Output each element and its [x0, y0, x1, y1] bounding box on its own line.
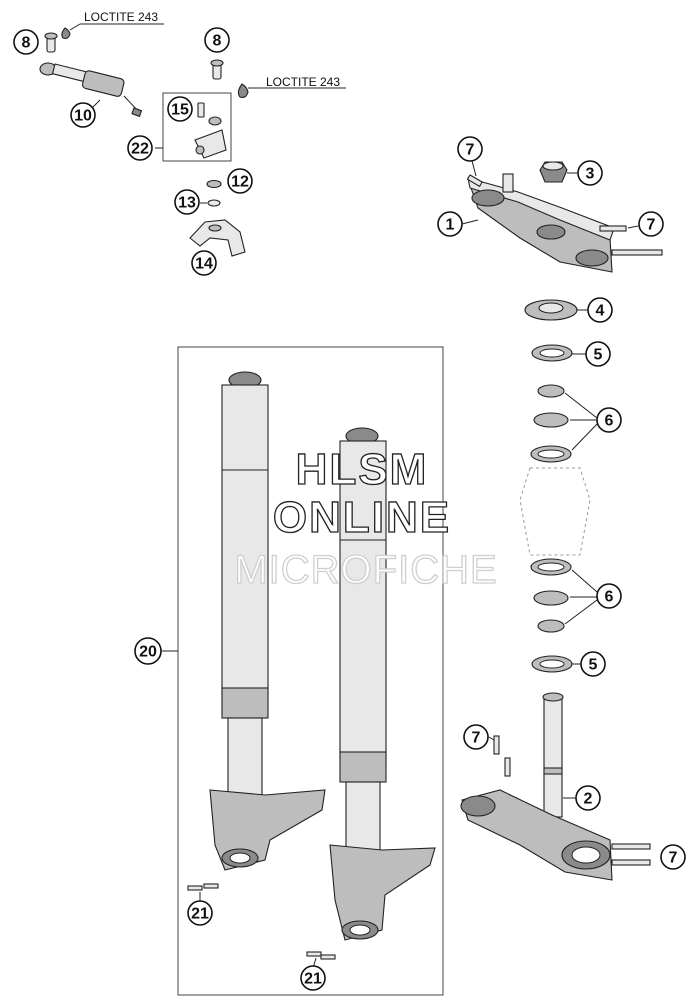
seal-5-top: [531, 344, 573, 362]
svg-text:6: 6: [605, 589, 614, 606]
watermark-line3: MICROFICHE: [234, 548, 497, 592]
svg-text:21: 21: [191, 906, 209, 923]
fork-leg-right: [329, 427, 436, 941]
callout-1: 1: [437, 211, 463, 237]
svg-text:2: 2: [584, 791, 593, 808]
screws-7-lower-right: [611, 843, 651, 866]
callout-6-top: 6: [596, 407, 622, 433]
svg-text:12: 12: [231, 174, 249, 191]
callout-7-lower-right: 7: [660, 844, 686, 870]
callout-8-left: 8: [13, 29, 39, 55]
clamp-group-22: [194, 102, 227, 159]
axle-screws-21-left: [187, 883, 219, 891]
group-22-box: [162, 92, 232, 162]
svg-text:7: 7: [472, 730, 481, 747]
callout-21-left: 21: [187, 900, 213, 926]
callout-3: 3: [577, 160, 603, 186]
svg-text:6: 6: [605, 413, 614, 430]
callout-22: 22: [127, 135, 153, 161]
screw-7-top: [466, 174, 483, 188]
svg-text:4: 4: [596, 303, 605, 320]
svg-text:1: 1: [446, 217, 455, 234]
svg-text:21: 21: [304, 971, 322, 988]
svg-text:7: 7: [669, 850, 678, 867]
watermark-line1: HLSM: [296, 445, 429, 494]
dust-cover-4: [524, 299, 578, 321]
washer-12: [206, 179, 222, 189]
callout-5-bottom: 5: [580, 651, 606, 677]
callout-12: 12: [227, 168, 253, 194]
svg-text:10: 10: [74, 108, 92, 125]
bracket-14: [189, 219, 246, 257]
svg-text:20: 20: [139, 644, 157, 661]
watermark-line2: ONLINE: [273, 493, 451, 542]
callout-8-right: 8: [204, 27, 230, 53]
callout-13: 13: [174, 189, 200, 215]
svg-text:7: 7: [466, 142, 475, 159]
axle-screws-21-right: [306, 951, 336, 960]
callout-15: 15: [167, 96, 193, 122]
svg-text:15: 15: [171, 102, 189, 119]
group-20-box: [177, 346, 444, 996]
svg-text:3: 3: [586, 166, 595, 183]
loctite-drop-right: [237, 83, 249, 98]
fork-leg-left: [209, 371, 326, 871]
callout-2: 2: [575, 785, 601, 811]
svg-text:22: 22: [131, 141, 149, 158]
svg-text:8: 8: [22, 35, 31, 52]
frame-head-outline: [519, 467, 591, 556]
seal-5-bottom: [531, 655, 573, 673]
svg-text:8: 8: [213, 33, 222, 50]
lower-triple-clamp: [460, 692, 613, 881]
loctite-drop-left: [61, 27, 71, 40]
callout-10: 10: [70, 102, 96, 128]
steering-damper: [39, 62, 143, 118]
bearing-6-lower: [530, 558, 572, 633]
callout-7-right: 7: [638, 211, 664, 237]
svg-text:5: 5: [594, 347, 603, 364]
washer-13: [207, 199, 221, 207]
svg-text:13: 13: [178, 195, 196, 212]
callout-5-top: 5: [585, 341, 611, 367]
screw-8-right: [210, 59, 224, 80]
svg-text:14: 14: [195, 256, 213, 273]
svg-text:5: 5: [589, 657, 598, 674]
screw-7-right-b: [611, 249, 663, 256]
callout-7-top: 7: [457, 136, 483, 162]
screw-7-right-a: [599, 225, 627, 232]
loctite-note-1: LOCTITE 243: [84, 10, 158, 24]
callout-6-bottom: 6: [596, 583, 622, 609]
screws-7-lower-left: [493, 735, 511, 777]
callout-21-right: 21: [300, 965, 326, 991]
bearing-6-upper: [530, 384, 572, 463]
callout-14: 14: [191, 250, 217, 276]
svg-text:7: 7: [647, 217, 656, 234]
callout-20: 20: [134, 637, 162, 665]
screw-8-left: [44, 32, 58, 53]
callout-7-lower-left: 7: [463, 724, 489, 750]
upper-triple-clamp: [467, 173, 615, 273]
top-nut-3: [539, 161, 568, 183]
callout-4: 4: [587, 297, 613, 323]
loctite-note-2: LOCTITE 243: [266, 75, 340, 89]
